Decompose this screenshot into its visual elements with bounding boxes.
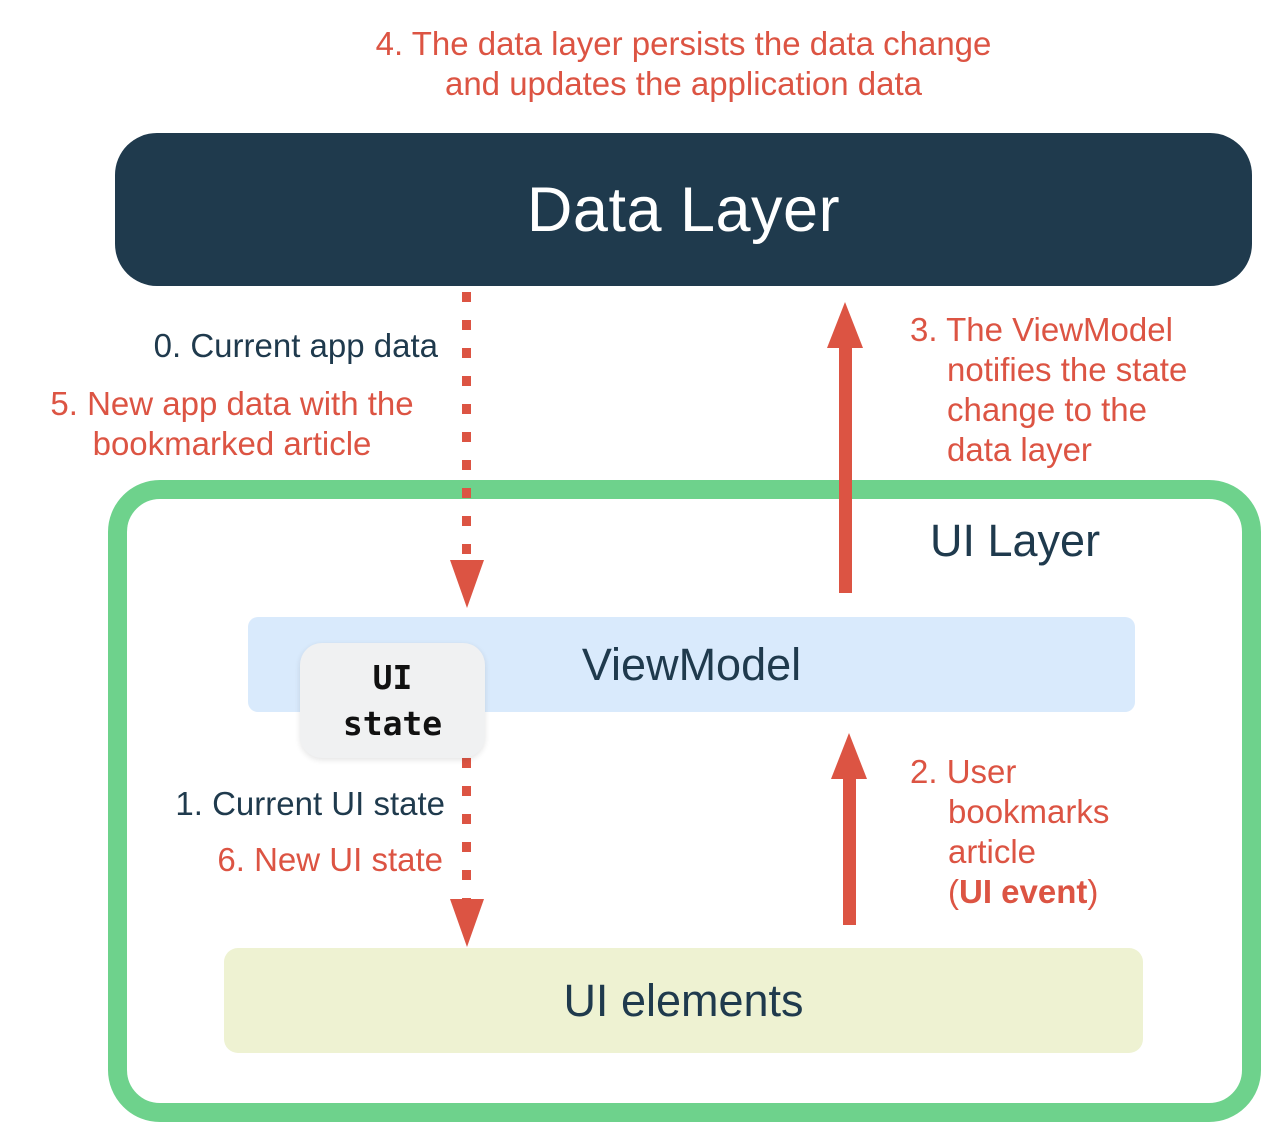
step2-line-4: (UI event) <box>948 872 1109 912</box>
step2-annotation: 2. User bookmarks article (UI event) <box>910 752 1109 912</box>
step2-paren-close: ) <box>1087 873 1099 910</box>
step2-ui-event-bold: UI event <box>959 873 1088 910</box>
step4-annotation: 4. The data layer persists the data chan… <box>115 24 1252 104</box>
ui-state-line-2: state <box>342 703 443 743</box>
dotted-arrow-down-icon <box>462 292 471 560</box>
ui-layer-label: UI Layer <box>930 515 1101 566</box>
step2-line-1: 2. User <box>910 753 1017 790</box>
step3-line-4: data layer <box>947 431 1092 468</box>
arrow-up-ui-to-viewmodel-icon <box>831 733 867 779</box>
step2-line-2: bookmarks <box>948 793 1110 830</box>
step4-line-2: and updates the application data <box>444 65 923 102</box>
step3-annotation: 3. The ViewModel notifies the state chan… <box>910 310 1187 470</box>
step4-line-1: 4. The data layer persists the data chan… <box>375 25 992 62</box>
step5-line-2: bookmarked article <box>92 425 372 462</box>
viewmodel-label: ViewModel <box>581 638 802 690</box>
ui-elements-label: UI elements <box>563 974 804 1026</box>
ui-state-badge: UI state <box>300 643 485 758</box>
step3-line-2: notifies the state <box>947 351 1188 388</box>
arrow-up-viewmodel-to-data-icon <box>827 302 863 348</box>
ui-layer-box <box>108 480 1261 1122</box>
step3-line-1: 3. The ViewModel <box>910 311 1173 348</box>
dotted-arrow-down-head-icon <box>450 560 484 608</box>
dotted-arrow-down-icon <box>462 758 471 900</box>
dotted-arrow-down-head-icon <box>450 899 484 947</box>
data-layer-label: Data Layer <box>526 174 841 245</box>
data-layer-box: Data Layer <box>115 133 1252 286</box>
arrow-up-viewmodel-to-data-shaft-icon <box>839 345 852 593</box>
step0-annotation: 0. Current app data <box>153 327 438 364</box>
step5-line-1: 5. New app data with the <box>50 385 414 422</box>
arrow-up-ui-to-viewmodel-shaft-icon <box>843 777 856 925</box>
ui-elements-box: UI elements <box>224 948 1143 1053</box>
step2-paren-open: ( <box>948 873 959 910</box>
step2-line-3: article <box>948 833 1037 870</box>
step3-line-3: change to the <box>947 391 1147 428</box>
step1-annotation: 1. Current UI state <box>175 785 445 822</box>
step6-annotation: 6. New UI state <box>217 841 443 878</box>
step5-annotation: 5. New app data with the bookmarked arti… <box>23 384 441 464</box>
ui-state-line-1: UI <box>372 657 413 697</box>
viewmodel-box: ViewModel <box>248 617 1135 712</box>
